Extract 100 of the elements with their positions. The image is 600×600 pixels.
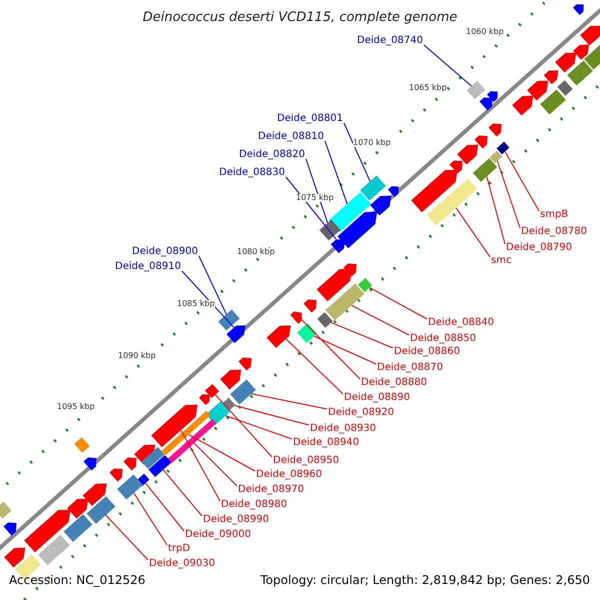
gene-feature — [580, 26, 600, 46]
gene-feature — [226, 325, 246, 344]
gene-label: smc — [491, 256, 512, 266]
gene-label: Deide_08801 — [277, 114, 343, 124]
gene-feature — [344, 264, 356, 276]
gene-label: Deide_08960 — [256, 470, 322, 480]
leader-line — [188, 434, 256, 472]
scale-label: 1095 kbp — [57, 403, 95, 411]
leader-line — [456, 207, 490, 258]
gene-feature — [450, 160, 462, 174]
leader-line — [180, 430, 220, 502]
gene-label: Deide_08930 — [310, 424, 376, 434]
gene-feature — [338, 212, 378, 248]
gene-label: Deide_08970 — [238, 485, 304, 495]
leader-line — [198, 256, 227, 315]
leader-line — [314, 336, 376, 364]
gene-feature — [466, 80, 486, 100]
leader-line — [162, 469, 202, 516]
gene-feature — [319, 219, 341, 241]
gene-feature — [512, 96, 534, 116]
gene-feature — [24, 510, 70, 552]
gene-feature — [490, 150, 502, 164]
gene-label: Deide_08910 — [115, 262, 181, 272]
leader-line — [330, 322, 394, 348]
gene-feature — [0, 502, 12, 518]
gene-feature — [38, 534, 70, 566]
gene-feature — [148, 454, 172, 478]
gene-label: smpB — [540, 210, 568, 220]
gene-feature — [67, 498, 88, 519]
leader-line — [285, 176, 337, 240]
gene-label: Deide_08840 — [428, 318, 494, 328]
gene-feature — [488, 124, 502, 136]
gene-label: trpD — [168, 544, 190, 554]
gene-feature — [388, 186, 399, 198]
leader-line — [225, 415, 292, 440]
leader-line — [423, 44, 472, 87]
gene-feature — [124, 458, 136, 470]
gene-feature — [370, 196, 392, 216]
leader-line — [486, 176, 506, 244]
leader-line — [214, 394, 272, 458]
gene-feature — [358, 278, 372, 292]
gene-feature — [557, 80, 573, 96]
scale-label: 1075 kbp — [296, 194, 334, 202]
gene-label: Deide_08860 — [394, 347, 460, 357]
gene-label: Deide_08900 — [132, 247, 198, 257]
gene-feature — [110, 468, 122, 482]
gene-feature — [206, 401, 230, 425]
map-title: Deinococcus deserti VCD115, complete genome — [142, 11, 458, 24]
genome-info-text: Topology: circular; Length: 2,819,842 bp; Genes: 2,650 — [260, 574, 590, 586]
leader-line — [324, 140, 348, 204]
gene-feature — [82, 483, 107, 506]
scale-label: 1085 kbp — [177, 300, 215, 308]
leader-line — [234, 405, 310, 426]
gene-feature — [527, 80, 548, 101]
gene-label: Deide_09000 — [185, 530, 251, 540]
leader-line — [343, 122, 370, 182]
leader-line — [181, 270, 234, 328]
leader-line — [145, 482, 184, 532]
gene-feature — [220, 370, 242, 390]
gene-feature — [457, 144, 478, 165]
gene-label: Deide_08990 — [203, 515, 269, 525]
leader-line — [133, 492, 168, 546]
gene-label: Deide_08980 — [221, 500, 287, 510]
gene-label: Deide_08950 — [273, 456, 339, 466]
gene-label: Deide_09030 — [149, 559, 215, 569]
gene-label: Deide_08870 — [377, 363, 443, 373]
gene-feature — [474, 136, 488, 148]
gene-feature — [141, 446, 165, 470]
leader-line — [105, 514, 148, 560]
gene-feature — [4, 522, 16, 536]
gene-feature — [290, 312, 302, 324]
leader-line — [194, 442, 238, 486]
leader-line — [496, 160, 520, 228]
gene-label: Deide_08940 — [293, 438, 359, 448]
gene-label: Deide_08790 — [506, 243, 572, 253]
gene-label: Deide_08820 — [239, 150, 305, 160]
gene-feature — [544, 70, 558, 84]
leader-line — [302, 320, 360, 380]
gene-label: Deide_08780 — [521, 227, 587, 237]
gene-feature — [304, 300, 316, 312]
gene-feature — [480, 98, 492, 110]
gene-label: Deide_08890 — [344, 393, 410, 403]
gene-feature — [572, 4, 584, 16]
scale-label: 1070 kbp — [353, 139, 391, 147]
gene-feature — [472, 158, 498, 182]
scale-label: 1060 kbp — [466, 28, 504, 36]
gene-feature — [198, 394, 210, 406]
gene-label: Deide_08740 — [357, 36, 423, 46]
leader-line — [251, 393, 328, 410]
gene-label: Deide_08810 — [258, 132, 324, 142]
gene-feature — [222, 398, 236, 410]
gene-feature — [4, 548, 26, 568]
leader-line — [504, 151, 540, 212]
gene-feature — [84, 458, 96, 470]
gene-feature — [266, 325, 291, 348]
gene-feature — [204, 384, 220, 398]
gene-feature — [330, 239, 346, 254]
leader-line — [305, 158, 328, 224]
gene-feature — [151, 404, 198, 448]
gene-feature — [486, 91, 498, 102]
